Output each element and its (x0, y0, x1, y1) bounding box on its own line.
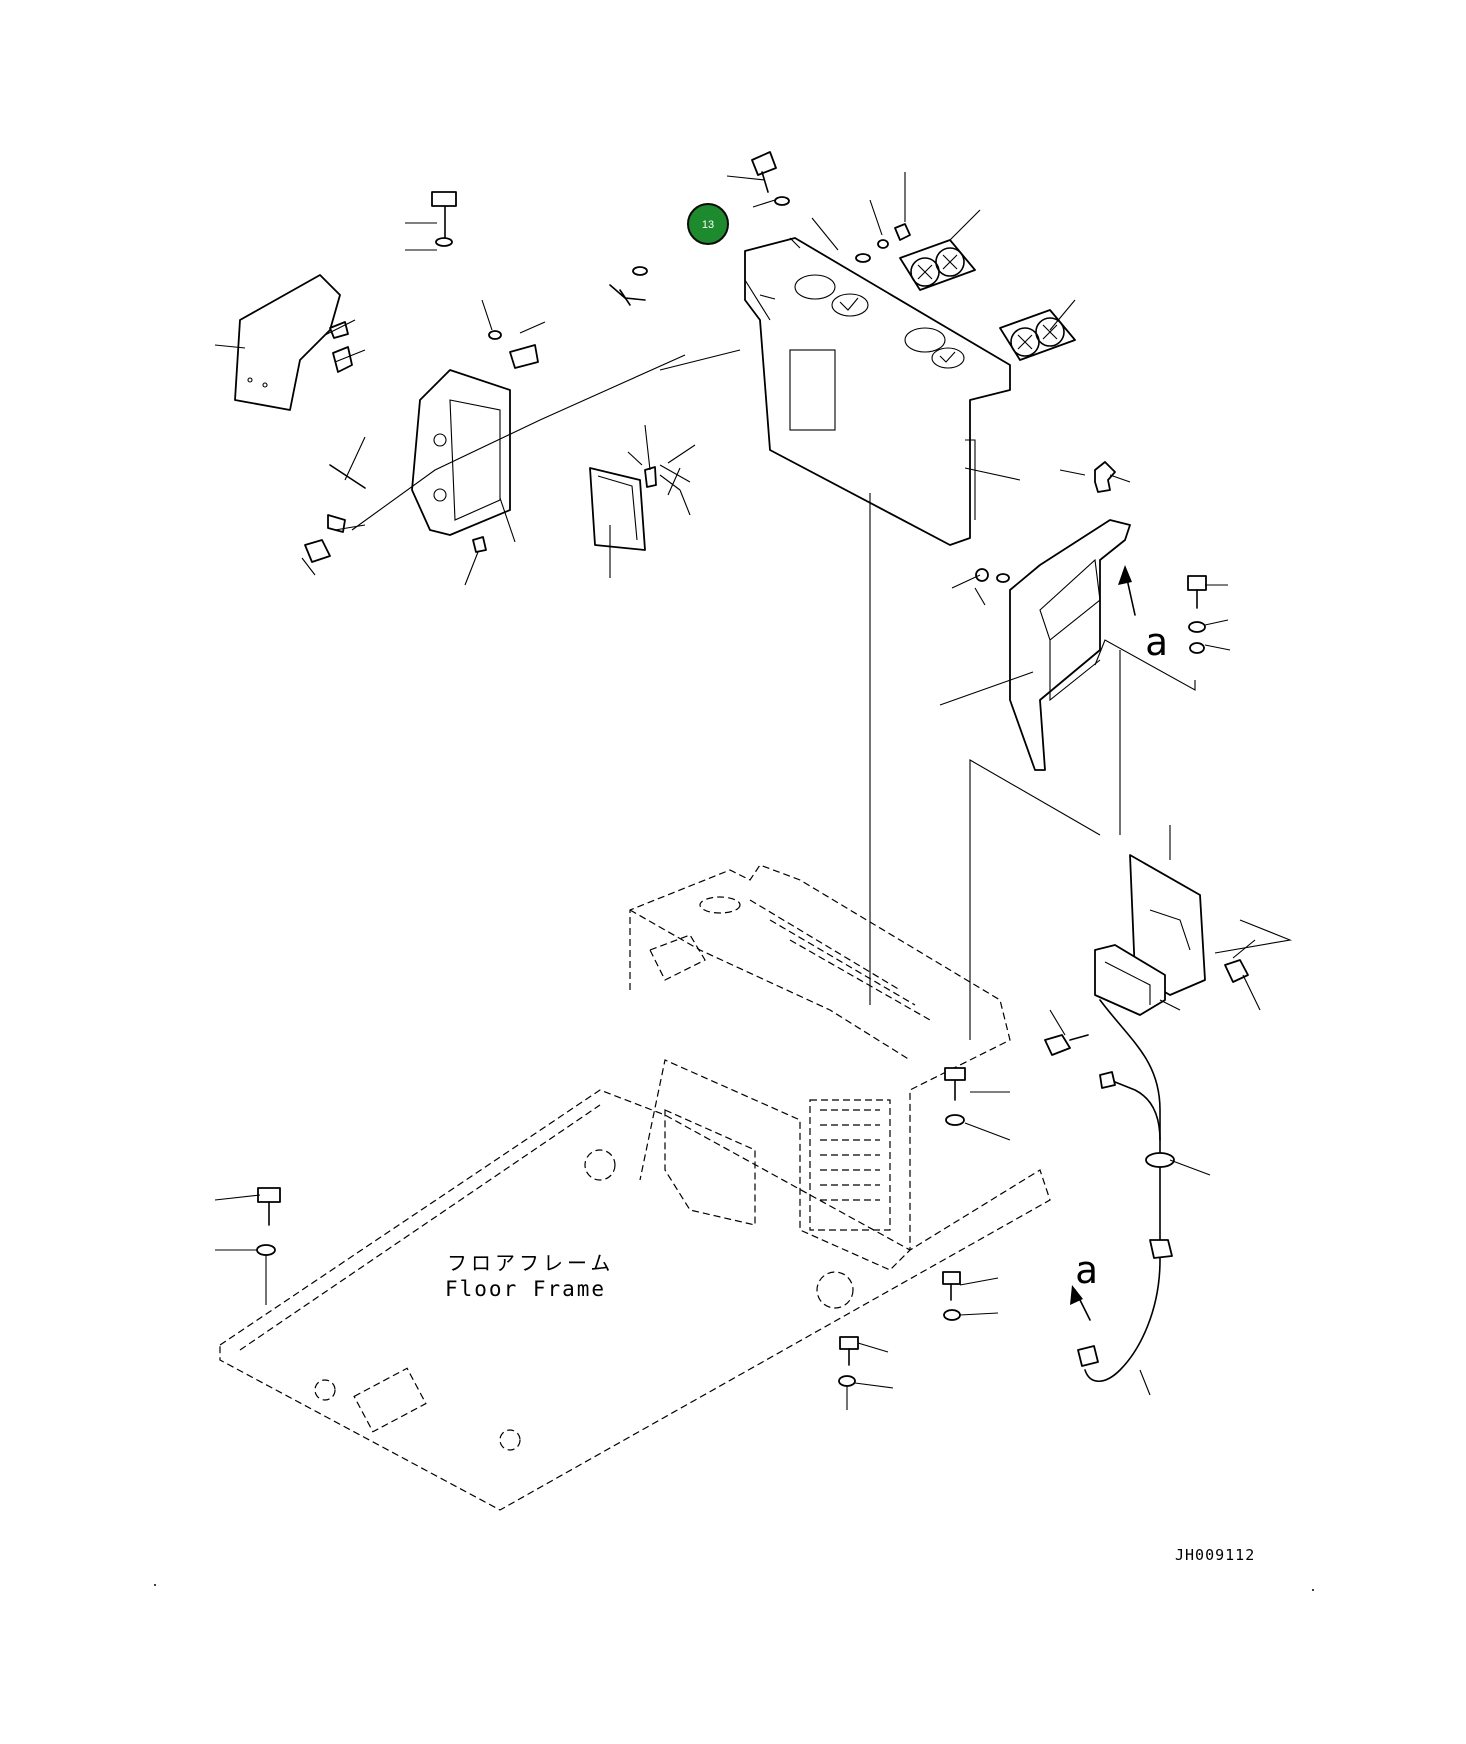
floor-frame-label-jp: フロアフレーム (447, 1251, 614, 1275)
floor-frame (219, 1089, 1051, 1511)
floor-frame-label-en: Floor Frame (445, 1277, 606, 1301)
left-side-cover (234, 274, 353, 411)
controller-bracket (1044, 854, 1249, 1056)
callout-arrows (1070, 565, 1136, 1321)
corner-mark-left (154, 1584, 156, 1586)
callout-13-button[interactable]: 13 (687, 203, 729, 245)
right-bolts (1187, 575, 1207, 654)
corner-mark-right (1312, 1589, 1314, 1591)
access-cover-plate (589, 464, 691, 551)
drawing-number: JH009112 (1175, 1546, 1255, 1564)
rear-upper-panel (744, 237, 1011, 546)
leader-lines (214, 172, 1293, 1396)
floor-frame-label: フロアフレーム Floor Frame (445, 1251, 614, 1301)
callout-letter-left: a (1075, 1248, 1098, 1292)
left-small-parts (304, 464, 487, 563)
right-pillar-trim (975, 461, 1131, 771)
cab-structure (629, 864, 1011, 1271)
top-bolts (609, 151, 911, 306)
callout-letter-right: a (1145, 620, 1168, 664)
callout-13-number: 13 (702, 219, 714, 231)
callout-13-marker[interactable] (687, 203, 729, 245)
left-console-bracket (411, 191, 539, 536)
speaker-right (999, 309, 1076, 361)
speaker-left (899, 239, 976, 291)
floor-bolts (256, 1067, 966, 1410)
wire-harness (1077, 999, 1175, 1383)
